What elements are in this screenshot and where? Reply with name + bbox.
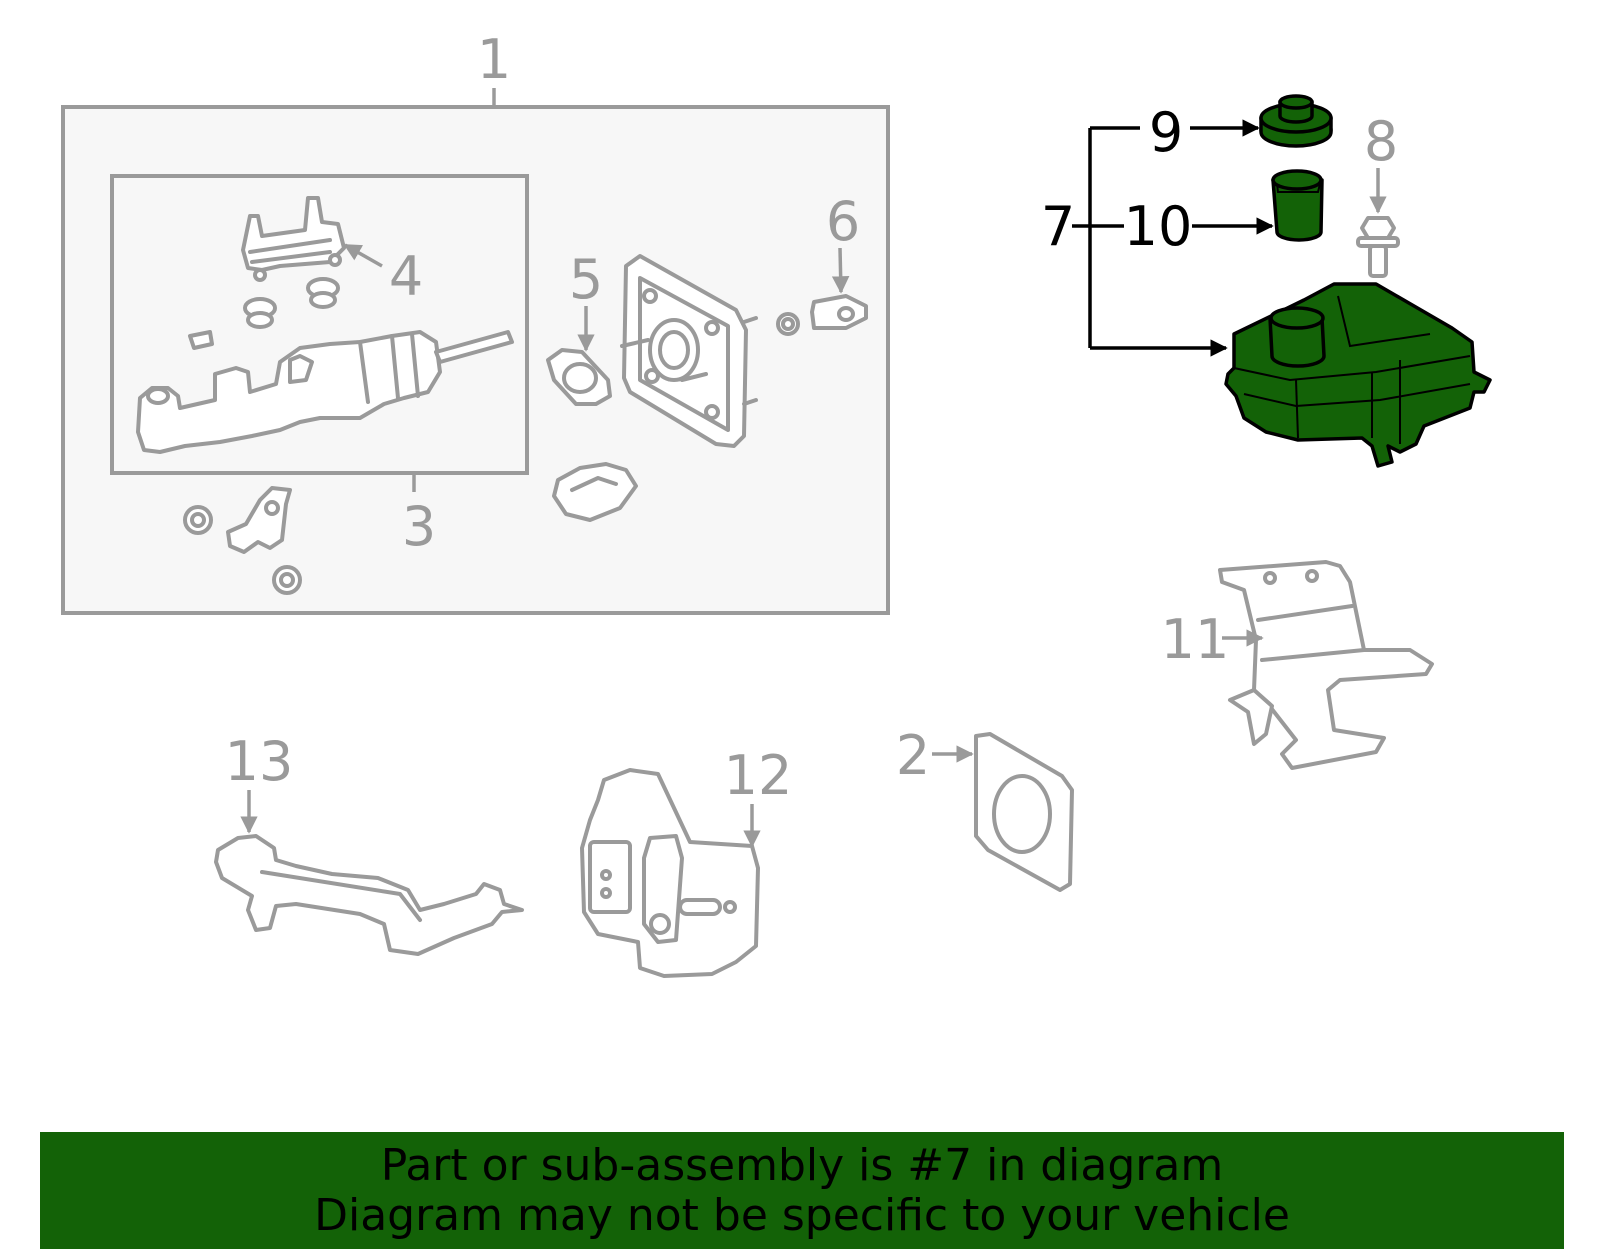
banner-background bbox=[40, 1132, 1564, 1249]
part-10-strainer bbox=[1271, 169, 1324, 242]
banner-line-1: Part or sub-assembly is #7 in diagram bbox=[380, 1139, 1224, 1191]
master-cylinder bbox=[136, 330, 514, 454]
booster-plate bbox=[620, 254, 758, 448]
callout-10: 10 bbox=[1124, 195, 1193, 258]
part-6-clevis bbox=[776, 294, 868, 336]
callout-12: 12 bbox=[724, 744, 793, 807]
part-11-bracket bbox=[1218, 560, 1434, 770]
part-7-reservoir bbox=[1224, 282, 1492, 468]
part-4-bracket bbox=[241, 196, 346, 282]
grommets bbox=[243, 277, 340, 329]
callout-6: 6 bbox=[826, 190, 860, 253]
part-8-bolt bbox=[1356, 216, 1400, 278]
subassembly-box-3 bbox=[110, 174, 529, 475]
part-5-gasket bbox=[546, 348, 612, 406]
callout-5: 5 bbox=[569, 248, 603, 311]
part-9-cap bbox=[1259, 94, 1333, 148]
callout-4: 4 bbox=[389, 245, 423, 308]
callout-2: 2 bbox=[896, 724, 930, 787]
banner-line-2: Diagram may not be specific to your vehi… bbox=[314, 1189, 1290, 1241]
callout-7: 7 bbox=[1041, 195, 1075, 258]
part-12-actuator bbox=[580, 768, 760, 978]
callout-1: 1 bbox=[477, 28, 511, 91]
callout-9: 9 bbox=[1149, 101, 1183, 164]
nuts-and-bracket bbox=[183, 486, 302, 595]
callout-3: 3 bbox=[402, 495, 436, 558]
notice-banner: Part or sub-assembly is #7 in diagram Di… bbox=[40, 1132, 1564, 1249]
hose-clip bbox=[552, 462, 638, 522]
part-2-gasket bbox=[974, 732, 1074, 892]
callout-7-bracket bbox=[1072, 119, 1274, 357]
assembly-box-1 bbox=[61, 105, 890, 615]
part-13-bracket-arm bbox=[214, 834, 524, 956]
callout-11: 11 bbox=[1161, 608, 1230, 671]
callout-8: 8 bbox=[1364, 110, 1398, 173]
callout-13: 13 bbox=[225, 730, 294, 793]
